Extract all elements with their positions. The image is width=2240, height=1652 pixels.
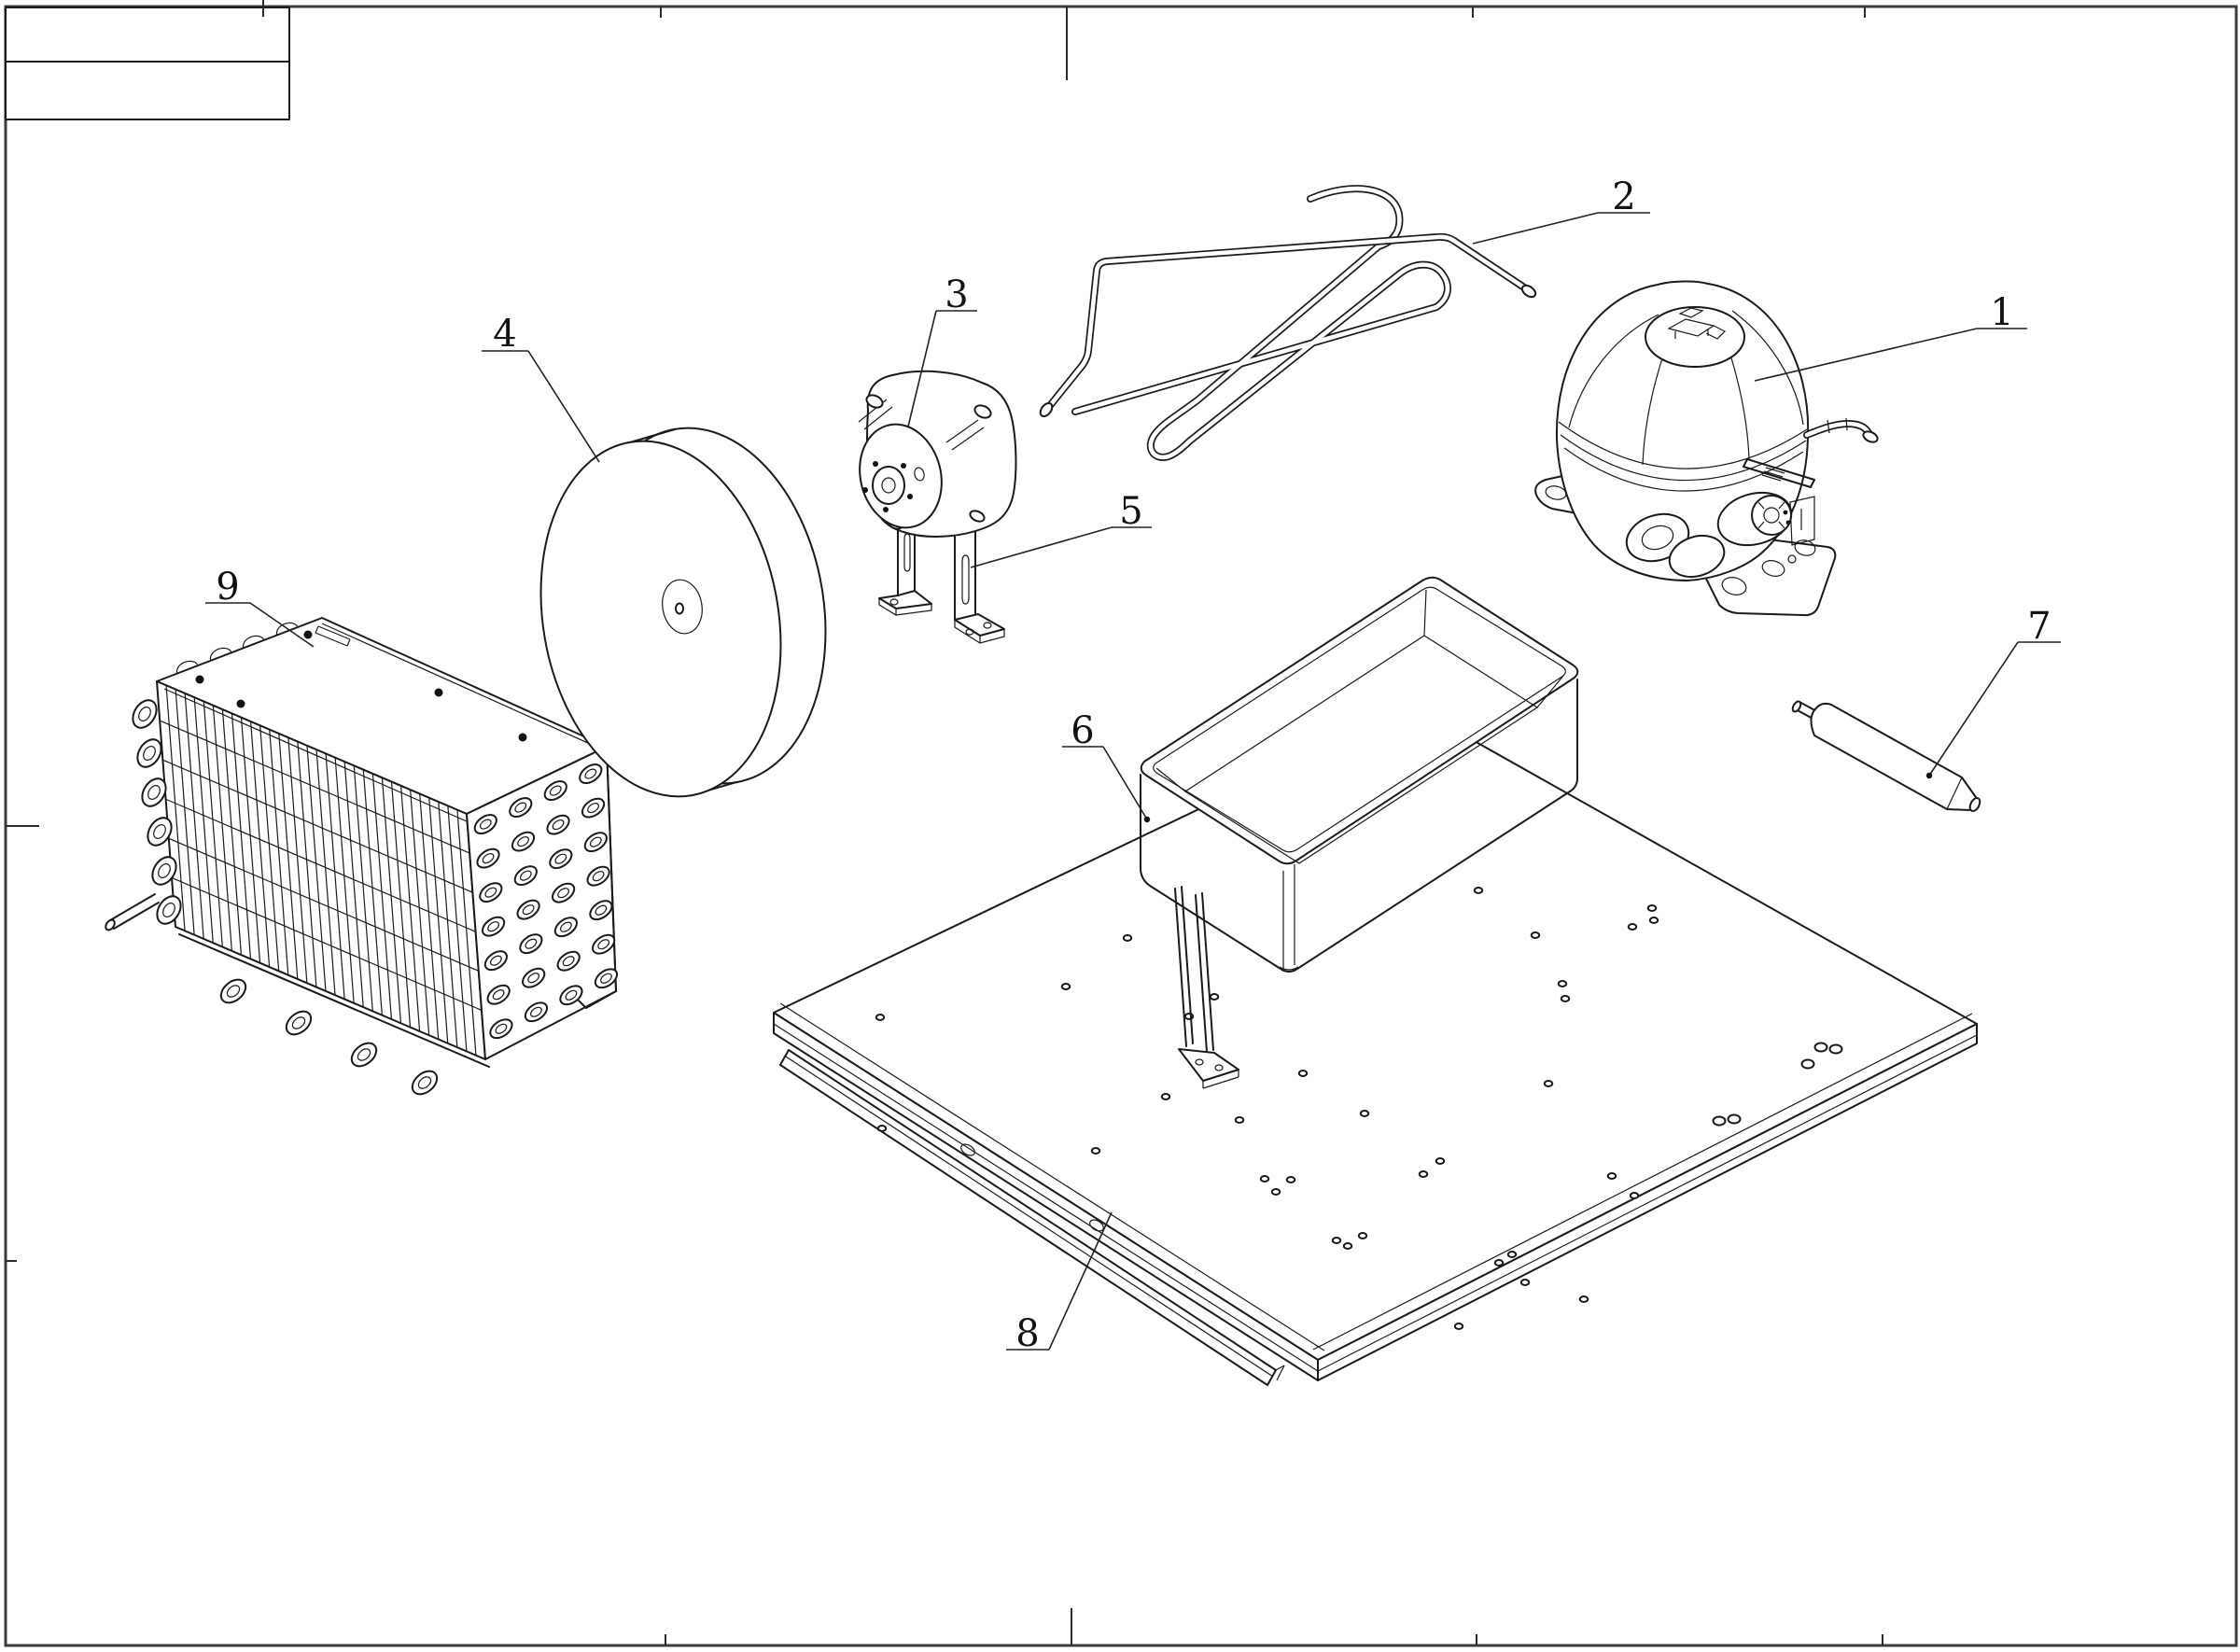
callout-number-1: 1 (1990, 291, 2013, 334)
callout-9: 9 (205, 566, 315, 648)
callout-7: 7 (1925, 605, 2061, 779)
plate-holes (875, 887, 1843, 1330)
base-plate-drawing (773, 706, 1978, 1386)
filter-drier-drawing (1791, 700, 1981, 812)
heater-tube-drawing (1039, 185, 1537, 461)
callout-8: 8 (1006, 1211, 1113, 1355)
callout-4: 4 (482, 313, 600, 463)
fan-motor-drawing (858, 370, 1017, 538)
callout-number-9: 9 (216, 566, 239, 609)
fan-blade-drawing (539, 427, 827, 798)
condenser-tube-loops (132, 699, 619, 1096)
callout-number-3: 3 (945, 273, 968, 316)
callout-number-8: 8 (1015, 1312, 1039, 1355)
pan-bracket (1174, 886, 1239, 1089)
back-rail-strip (779, 1049, 1285, 1386)
condenser-fins (156, 680, 486, 1060)
callout-number-6: 6 (1071, 709, 1094, 752)
bracket-right (954, 522, 1005, 644)
callout-number-7: 7 (2027, 605, 2051, 648)
compressor-drawing (1534, 280, 1879, 617)
callout-6: 6 (1062, 709, 1151, 823)
drain-pan-drawing (1140, 576, 1579, 1089)
condenser-drawing (105, 617, 619, 1096)
sheet-frame (4, 0, 2238, 1647)
frame-ticks (6, 0, 1883, 1645)
callout-1: 1 (1754, 291, 2027, 382)
callout-layer: 1 2 3 4 5 6 7 8 9 (205, 175, 2061, 1355)
callout-number-4: 4 (493, 313, 516, 356)
callout-5: 5 (970, 490, 1152, 568)
callout-number-5: 5 (1119, 490, 1142, 533)
title-block (5, 7, 290, 120)
callout-3: 3 (907, 273, 977, 427)
callout-2: 2 (1472, 175, 1650, 245)
callout-number-2: 2 (1612, 175, 1635, 218)
